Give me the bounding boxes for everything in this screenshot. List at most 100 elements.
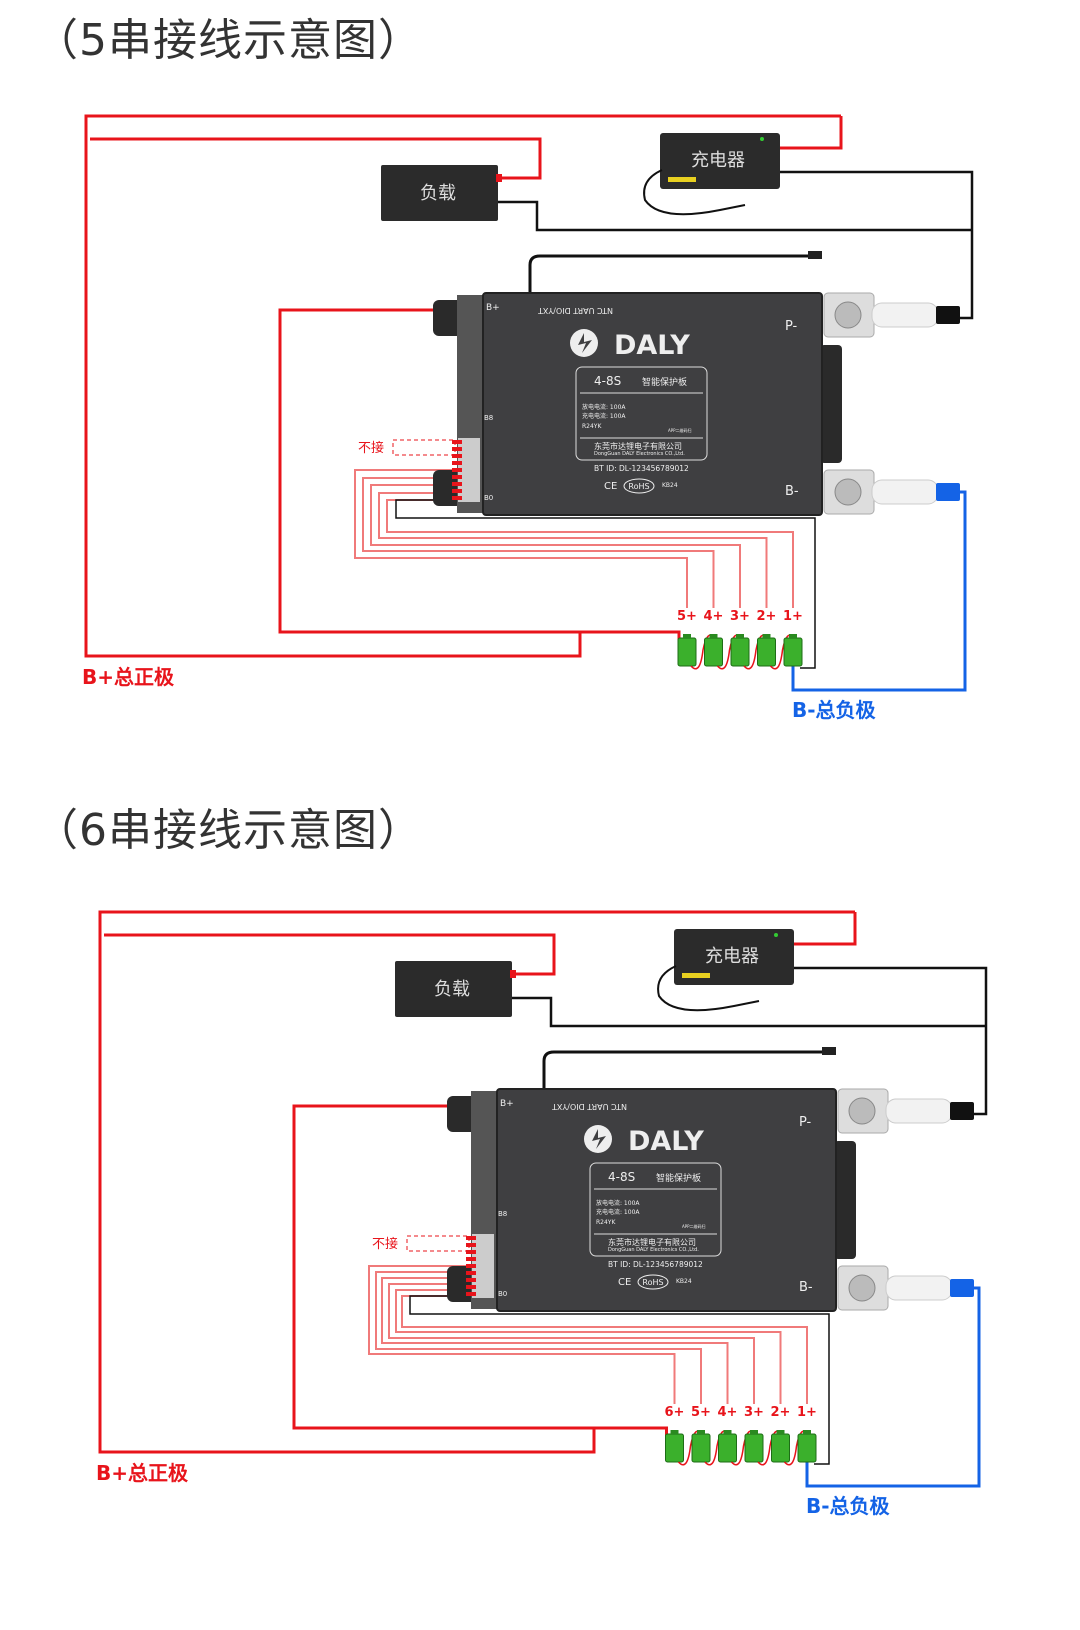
b-plus-port-label: B+ — [500, 1099, 514, 1109]
balance-pin — [452, 454, 462, 458]
bt-id: BT ID: DL-123456789012 — [594, 464, 689, 473]
battery-terminal — [803, 1430, 811, 1434]
load-positive-wire — [90, 137, 542, 180]
p-minus-label: P- — [799, 1115, 812, 1130]
charger-led — [760, 137, 764, 141]
cell-label: 1+ — [783, 609, 803, 624]
cell-label: 3+ — [730, 609, 750, 624]
brand-name: DALY — [614, 330, 690, 361]
mount-tab — [433, 300, 463, 336]
charger-positive-wire — [794, 912, 857, 946]
b-minus-bolt-icon — [848, 1274, 876, 1302]
not-connected-label: 不接 — [372, 1236, 398, 1252]
ce-mark: CE — [604, 481, 617, 492]
battery-terminal — [750, 1430, 758, 1434]
balance-wire-3+ — [370, 484, 741, 608]
cell-label: 2+ — [771, 1405, 791, 1420]
p-minus-cable-end — [950, 1102, 974, 1120]
charger-label: 充电器 — [705, 946, 759, 967]
model-label: 4-8S — [594, 374, 621, 388]
ntc-probe — [822, 1047, 836, 1055]
charger-cable — [657, 965, 760, 1012]
charger-label: 充电器 — [691, 150, 745, 171]
b-plus-total-label: B+总正极 — [96, 1461, 189, 1485]
charger-device — [674, 929, 794, 985]
p-minus-label: P- — [785, 319, 798, 334]
balance-pin — [452, 489, 462, 493]
balance-pin — [452, 496, 462, 500]
load-negative-wire — [512, 996, 986, 1028]
battery-terminal — [723, 1430, 732, 1434]
b-minus-cable-end — [950, 1279, 974, 1297]
not-connected-box — [392, 439, 456, 456]
battery-cell-icon — [718, 1433, 737, 1463]
rohs-badge — [637, 1274, 669, 1290]
kb-code: KB24 — [662, 482, 678, 489]
bms-bplus-wire — [278, 308, 681, 645]
mount-tab — [447, 1096, 477, 1132]
battery-cell-icon — [771, 1433, 790, 1463]
company-cn: 东莞市达锂电子有限公司 — [608, 1237, 696, 1247]
balance-pin — [452, 461, 462, 465]
ntc-sensor-cable — [528, 254, 812, 293]
battery-terminal — [683, 634, 691, 638]
battery-terminal — [670, 1430, 679, 1434]
battery-terminal — [776, 1430, 785, 1434]
battery-cell-icon — [704, 637, 723, 667]
p-minus-cable-sleeve — [885, 1098, 953, 1124]
p-minus-bolt-icon — [834, 301, 862, 329]
b0-label: B0 — [498, 1290, 507, 1298]
load-positive-terminal — [496, 174, 502, 182]
b-minus-label: B- — [799, 1280, 813, 1295]
balance-wire-5+ — [375, 1271, 702, 1404]
app-note: APP二维码扫 — [682, 1223, 706, 1229]
company-en: DongGuan DALY Electronics CO.,Ltd. — [594, 451, 685, 457]
model-label: 4-8S — [608, 1170, 635, 1184]
balance-wire-2+ — [395, 1289, 782, 1404]
balance-pin — [452, 447, 462, 451]
charge-current: 充电电流: 100A — [596, 1208, 640, 1216]
spec-label-box — [589, 1162, 722, 1257]
battery-terminal — [762, 634, 771, 638]
balance-pin — [466, 1243, 476, 1247]
battery-cell-icon — [691, 1433, 711, 1463]
balance-wire-6+ — [368, 1265, 676, 1404]
rohs-mark: RoHS — [642, 1278, 663, 1287]
battery-cell-icon — [783, 637, 803, 667]
b-minus-wire — [791, 490, 967, 692]
charger-cable — [643, 169, 746, 216]
b8-label: B8 — [498, 1210, 507, 1218]
battery-cell-icon — [744, 1433, 764, 1463]
discharge-current: 放电电流: 100A — [596, 1199, 640, 1207]
b-minus-bolt-icon — [834, 478, 862, 506]
model-code: R24YK — [596, 1219, 616, 1226]
charge-current: 充电电流: 100A — [582, 412, 626, 420]
balance-wire-5+ — [354, 469, 688, 608]
not-connected-box — [406, 1235, 470, 1252]
cell-label: 3+ — [744, 1405, 764, 1420]
b-plus-main-wire — [98, 910, 855, 1454]
balance-pin — [466, 1257, 476, 1261]
bt-id: BT ID: DL-123456789012 — [608, 1260, 703, 1269]
balance-pin — [452, 482, 462, 486]
balance-pin — [466, 1292, 476, 1296]
rohs-mark: RoHS — [628, 482, 649, 491]
load-positive-terminal — [510, 970, 516, 978]
battery-cell-icon — [797, 1433, 817, 1463]
b-minus-total-label: B-总负极 — [792, 698, 877, 722]
balance-pin — [466, 1236, 476, 1240]
balance-connector — [472, 1234, 494, 1298]
spec-label-box — [575, 366, 708, 461]
b0-label: B0 — [484, 494, 493, 502]
charger-device — [660, 133, 780, 189]
b-minus-cable-end — [936, 483, 960, 501]
balance-pin — [452, 468, 462, 472]
balance-b0-wire — [409, 1295, 830, 1465]
app-note: APP二维码扫 — [668, 427, 692, 433]
mount-tab-right — [820, 345, 842, 463]
b-plus-total-label: B+总正极 — [82, 665, 175, 689]
battery-terminal — [736, 634, 744, 638]
balance-wire-4+ — [381, 1277, 729, 1404]
balance-wire-4+ — [362, 477, 715, 608]
